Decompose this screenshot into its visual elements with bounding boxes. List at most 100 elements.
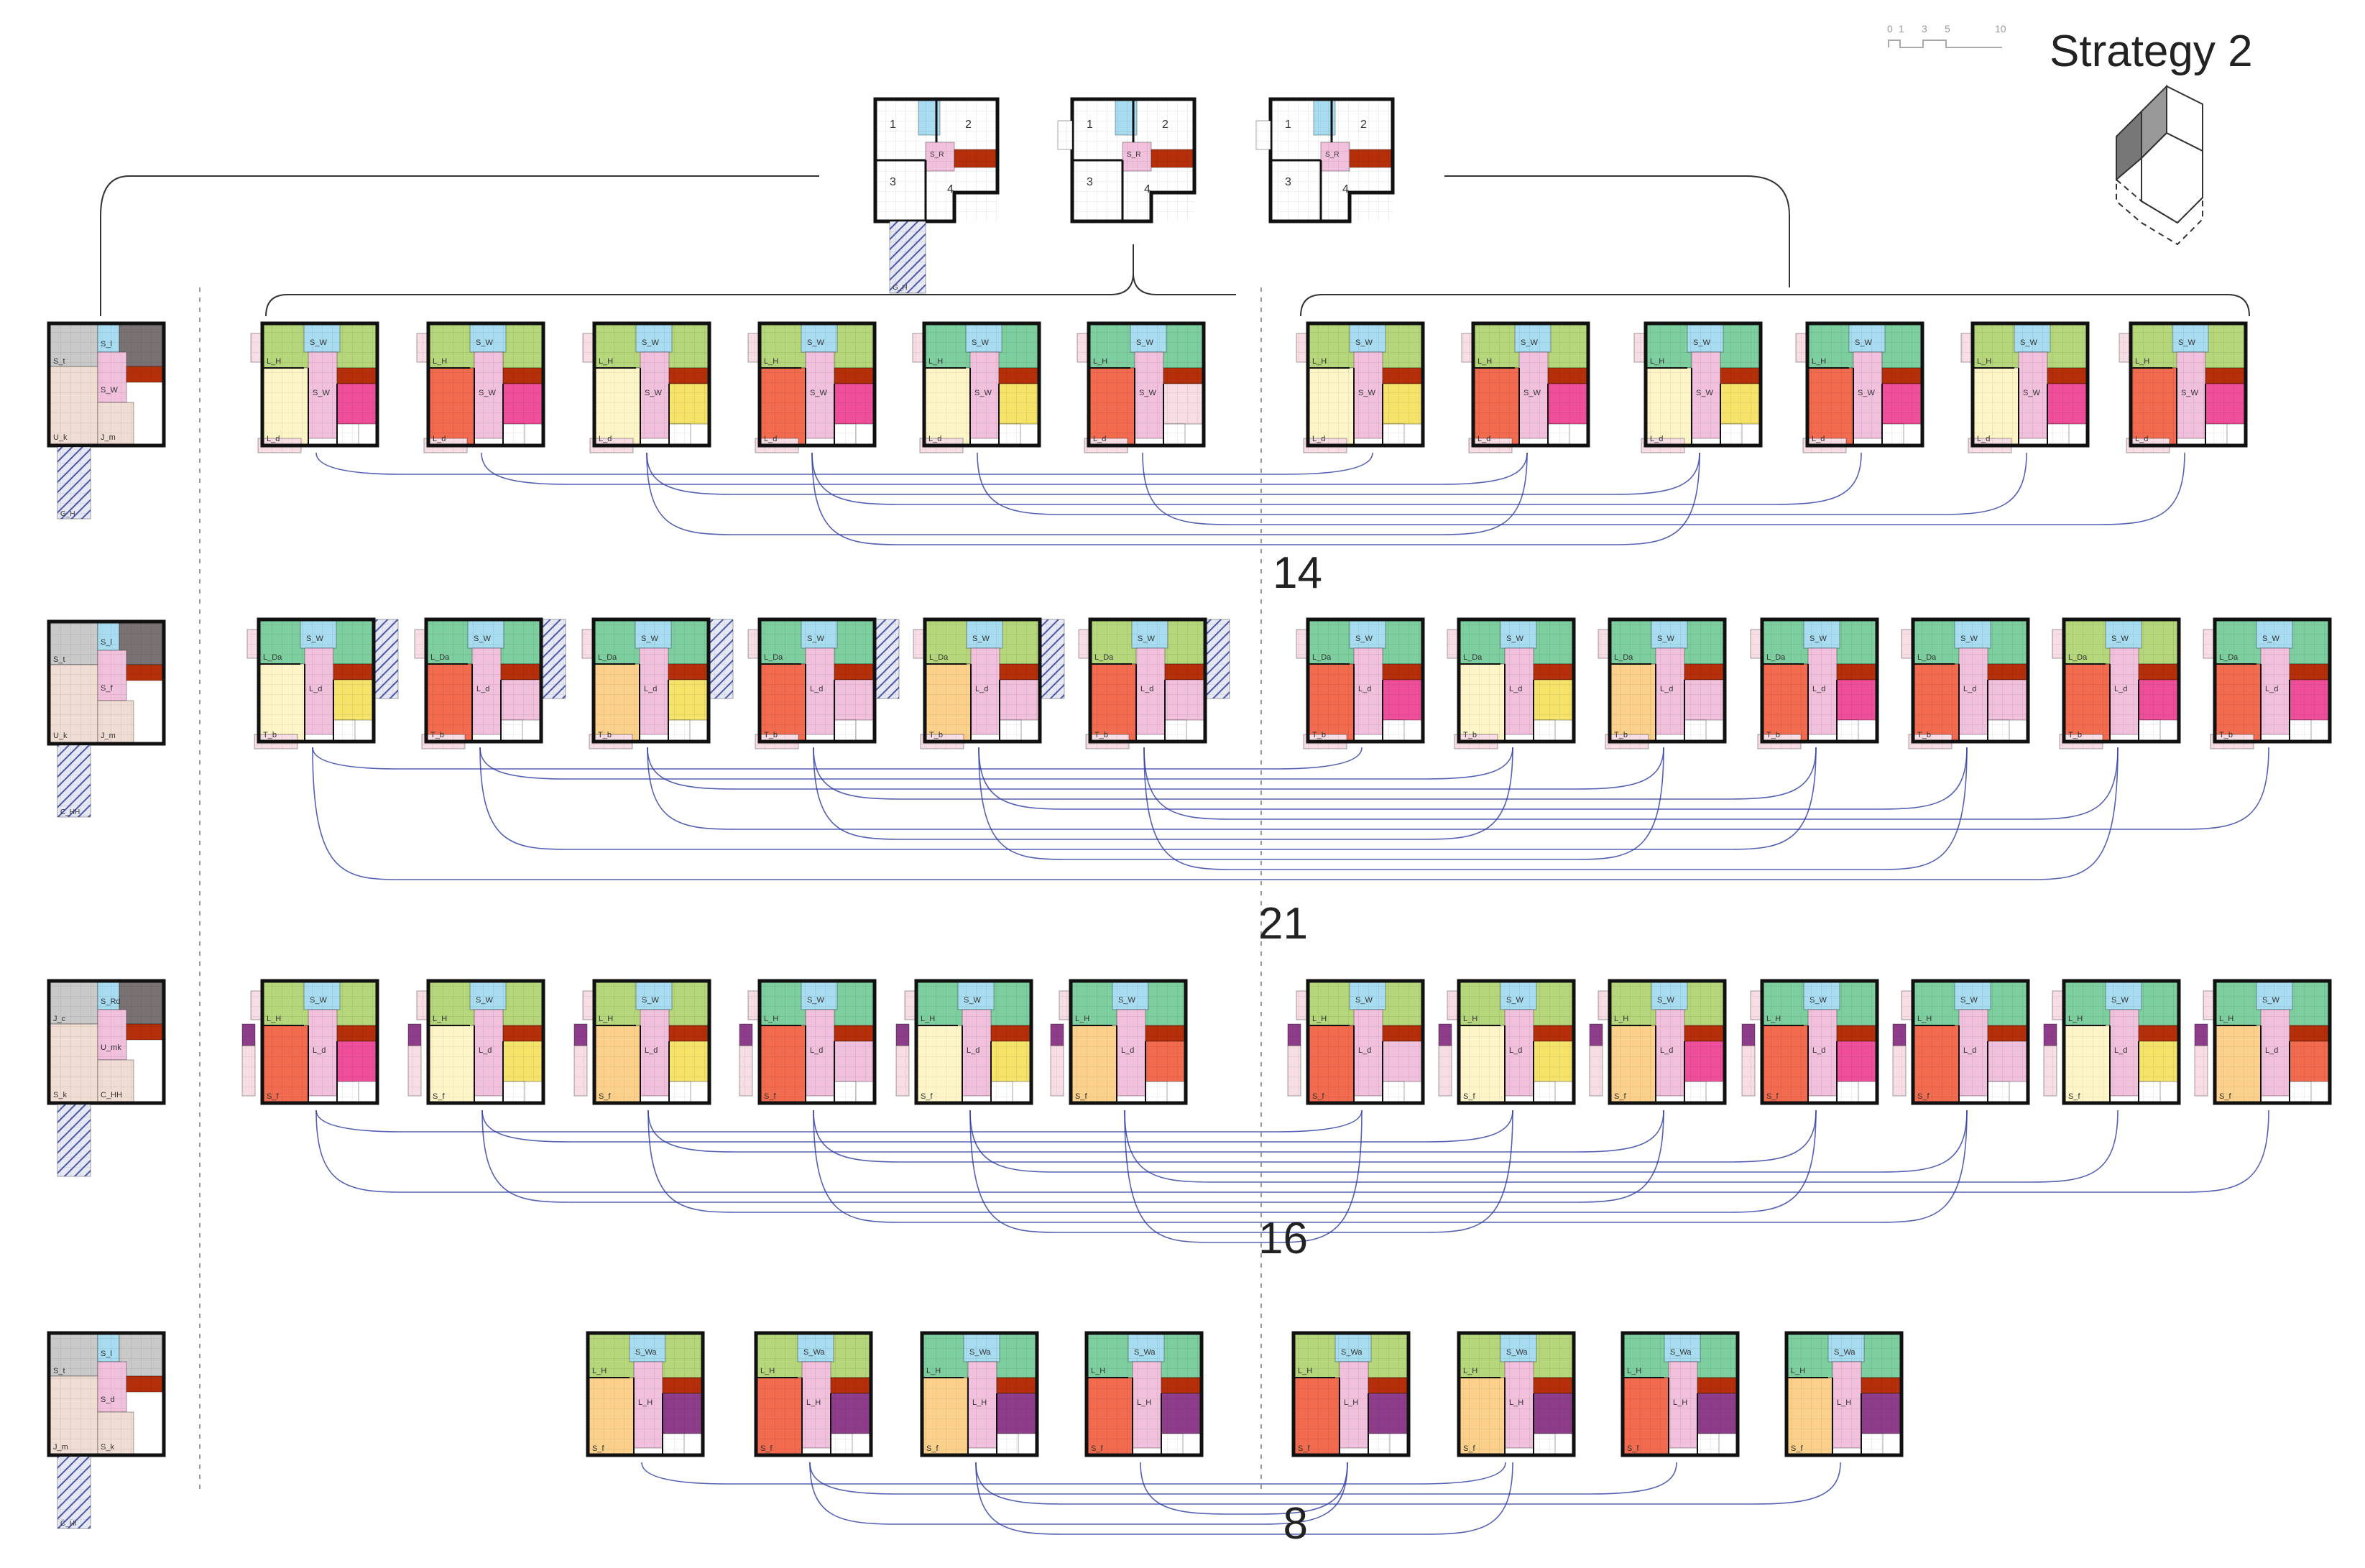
connection-arc [647, 1110, 1817, 1213]
wall [1643, 321, 1763, 448]
room-grid [1720, 368, 1761, 384]
room-grid [834, 384, 875, 424]
wall [2062, 979, 2181, 1105]
room-label: L_H [1298, 1367, 1312, 1375]
room-label: L_d [1477, 435, 1490, 443]
room-grid [1136, 648, 1165, 734]
room-grid [1837, 664, 1877, 680]
wall [757, 979, 877, 1105]
room-label: L_H [1812, 357, 1826, 366]
room-label: S_R [1325, 151, 1339, 159]
room-label: L_d [1660, 1046, 1673, 1055]
room-label: S_W [972, 338, 989, 347]
room-label: S_W [2111, 635, 2129, 643]
wall [260, 321, 379, 448]
wall [922, 321, 1041, 448]
floor-plan-variant: L_DaS_WT_bL_d [1598, 617, 1727, 750]
room-label: L_d [644, 685, 657, 693]
room-label: L_H [764, 357, 778, 366]
room-grid [57, 745, 91, 817]
room-label: S_l [101, 1350, 112, 1358]
wall [428, 367, 504, 446]
connection-arc [1143, 747, 1968, 870]
room-label: S_f [101, 684, 113, 693]
room-grid [333, 720, 355, 742]
scale-bar: 0 1 3 5 10 [1887, 23, 2009, 52]
room-label: S_W [2111, 996, 2129, 1005]
room-grid [967, 619, 1002, 648]
room-label: L_H [760, 1367, 775, 1375]
room-grid [668, 664, 709, 680]
room-label: L_d [313, 1046, 326, 1055]
wall [914, 979, 1033, 1105]
room-label: L_H [1091, 1367, 1105, 1375]
wall [1621, 1331, 1740, 1457]
room-label: L_H [1791, 1367, 1805, 1375]
room-grid [1128, 1333, 1164, 1362]
wall [262, 367, 338, 446]
room-label: S_W [1657, 635, 1674, 643]
room-grid [1590, 1046, 1603, 1096]
room-grid [242, 1024, 255, 1046]
room-label: S_R [1127, 151, 1140, 159]
room-grid [1165, 664, 1205, 680]
room-grid [905, 991, 915, 1020]
room-label: L_d [1977, 435, 1990, 443]
room-label: L_H [2068, 1015, 2083, 1023]
room-grid [1350, 619, 1386, 648]
room-label: S_W [1696, 389, 1713, 397]
room-grid [890, 221, 926, 293]
room-label: L_H [1614, 1015, 1628, 1023]
room-grid [1762, 1025, 1808, 1103]
room-grid [1762, 664, 1808, 742]
room-grid [1610, 1025, 1656, 1103]
room-label: S_t [53, 357, 65, 366]
floor-plan-variant: L_DaS_WT_bL_d [414, 617, 566, 750]
room-grid [1350, 323, 1386, 352]
room-label: S_W [476, 996, 493, 1005]
wall [923, 617, 1042, 744]
room-grid [964, 1333, 1000, 1362]
wall [1308, 663, 1383, 742]
room-grid [926, 142, 954, 171]
room-grid [1808, 1010, 1837, 1096]
floor-plan-variant: L_DaS_WT_bL_d [747, 617, 900, 750]
room-grid [896, 1046, 909, 1096]
connection-arc [1124, 1110, 2119, 1183]
variant-count: 14 [1273, 548, 1322, 598]
room-grid [49, 1376, 98, 1455]
room-label: S_W [964, 996, 981, 1005]
room-label: S_W [1506, 996, 1523, 1005]
room-grid [1383, 720, 1404, 742]
room-label: S_W [310, 996, 327, 1005]
room-grid [663, 1378, 703, 1393]
room-grid [1893, 1024, 1906, 1046]
room-label: L_H [599, 357, 613, 366]
room-grid [119, 981, 164, 1024]
room-grid [1959, 648, 1988, 734]
room-label: L_H [1093, 357, 1107, 366]
room-grid [916, 1025, 962, 1103]
connection-arc [813, 747, 1817, 800]
room-grid [1090, 664, 1136, 742]
connection-arc [647, 747, 1664, 790]
room-grid [2290, 680, 2330, 720]
room-grid [1961, 333, 1971, 362]
room-grid [126, 1376, 164, 1392]
wall [1088, 617, 1207, 744]
wall [760, 663, 835, 742]
page-title: Strategy 2 [2050, 27, 2253, 76]
connection-arc [479, 747, 1817, 850]
room-grid [991, 1082, 1013, 1103]
room-grid [1112, 981, 1148, 1010]
room-label: L_H [433, 1015, 447, 1023]
room-label: 3 [1285, 176, 1291, 188]
room-grid [308, 352, 337, 438]
room-grid [503, 384, 543, 424]
floor-plan-variant: L_HS_WL_dS_W [2119, 321, 2248, 453]
room-grid [1796, 333, 1806, 362]
connector [265, 244, 1134, 317]
wall [920, 1331, 1039, 1457]
